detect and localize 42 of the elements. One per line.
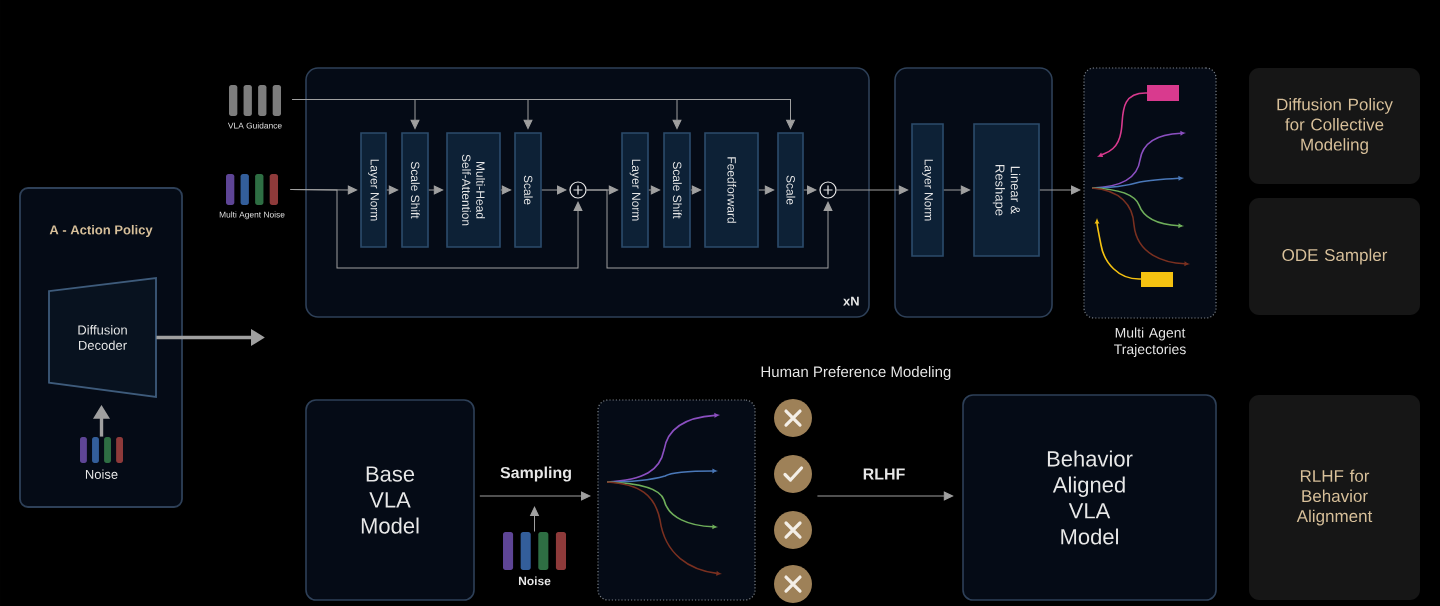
sum-symbol xyxy=(819,181,837,199)
edge-label: Sampling xyxy=(500,466,571,482)
arrow xyxy=(289,189,583,269)
arrow xyxy=(943,185,971,195)
token-label: Multi Agent Noise xyxy=(219,211,285,220)
arrow xyxy=(386,185,399,195)
arrow xyxy=(541,185,567,195)
arrow xyxy=(479,491,591,501)
token-label: Noise xyxy=(519,576,551,586)
dotted-box: Multi Agent Trajectories xyxy=(1083,67,1217,357)
heading-label: Human Preference Modeling xyxy=(761,366,951,380)
layer-block: Layer Norm xyxy=(360,132,387,248)
edge-label: RLHF xyxy=(863,468,905,480)
layer-block: Scale Shift xyxy=(401,132,429,248)
model-box: Base VLA Model xyxy=(305,399,475,601)
arrow xyxy=(648,185,661,195)
info-panel: RLHF for Behavior Alignment xyxy=(1249,395,1420,600)
info-panel: Diffusion Policy for Collective Modeling xyxy=(1249,68,1420,184)
arrow xyxy=(836,185,909,195)
arrow xyxy=(428,185,444,195)
arrow xyxy=(530,506,539,533)
layer-block: Linear & Reshape xyxy=(973,123,1040,257)
layer-block: Layer Norm xyxy=(911,123,944,257)
token-label: Noise xyxy=(85,469,118,479)
token-label: VLA Guidance xyxy=(227,122,282,129)
arrow xyxy=(1039,185,1081,195)
layer-block: Multi-Head Self-Attention xyxy=(446,132,501,248)
model-box: Behavior Aligned VLA Model xyxy=(962,394,1217,601)
arrow xyxy=(803,185,817,195)
layer-block: Scale xyxy=(777,132,804,248)
layer-block: Layer Norm xyxy=(621,132,649,248)
sum-symbol xyxy=(569,181,587,199)
arrow xyxy=(291,99,795,130)
arrow xyxy=(758,185,775,195)
layer-block: Scale Shift xyxy=(663,132,691,248)
layer-block: Scale xyxy=(514,132,542,248)
arrow xyxy=(816,491,954,501)
layer-block: Feedforward xyxy=(704,132,759,248)
arrow xyxy=(690,185,702,195)
info-panel: ODE Sampler xyxy=(1249,198,1420,315)
arrow xyxy=(500,185,512,195)
arrow xyxy=(586,189,833,269)
